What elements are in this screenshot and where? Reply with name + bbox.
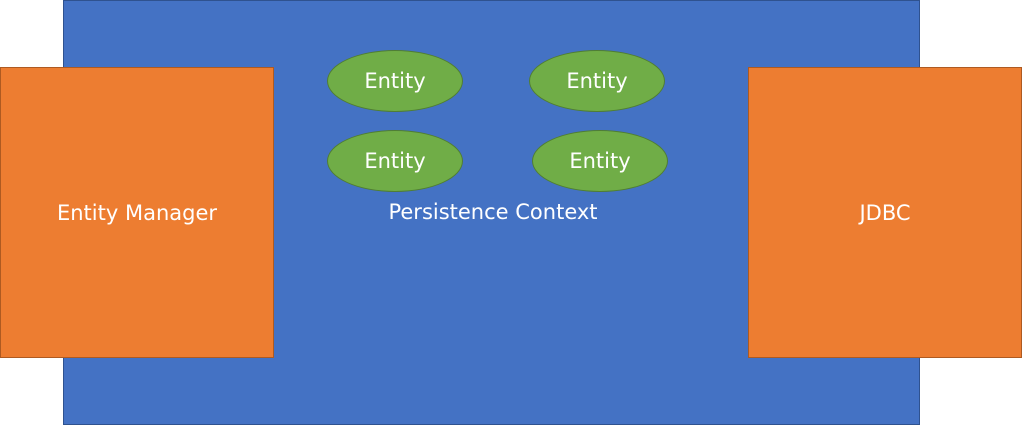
- entity-label: Entity: [566, 69, 628, 93]
- entity-ellipse: Entity: [532, 130, 668, 192]
- entity-label: Entity: [364, 69, 426, 93]
- jdbc-label: JDBC: [859, 200, 911, 225]
- entity-ellipse: Entity: [327, 130, 463, 192]
- persistence-context-label: Persistence Context: [388, 200, 598, 224]
- jdbc-box: JDBC: [748, 67, 1022, 358]
- entity-label: Entity: [364, 149, 426, 173]
- entity-label: Entity: [569, 149, 631, 173]
- entity-ellipse: Entity: [327, 50, 463, 112]
- entity-manager-box: Entity Manager: [0, 67, 274, 358]
- entity-manager-label: Entity Manager: [56, 200, 218, 225]
- entity-ellipse: Entity: [529, 50, 665, 112]
